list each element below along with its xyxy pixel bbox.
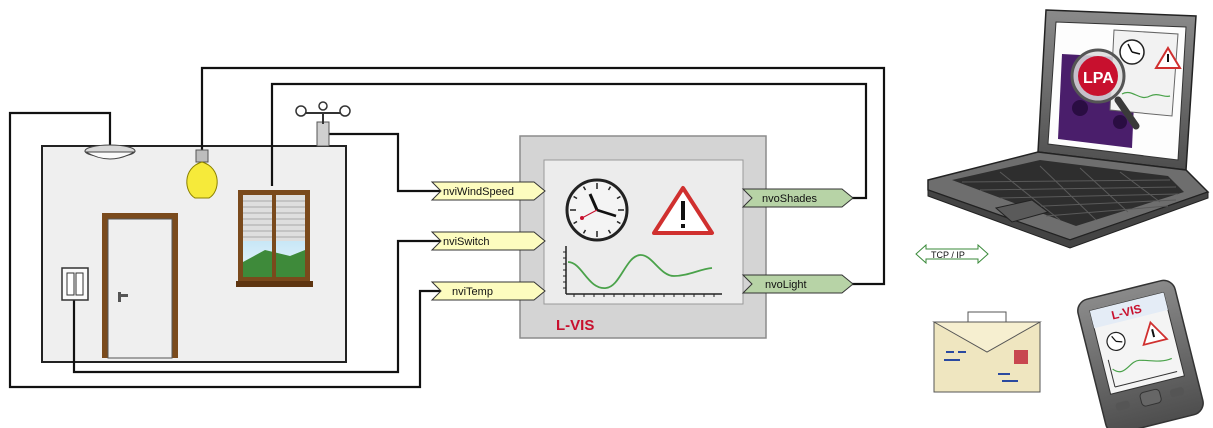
laptop-icon: LPA — [927, 9, 1210, 249]
output-label: nvoLight — [765, 279, 807, 291]
input-label: nviSwitch — [443, 236, 489, 248]
anemometer-icon — [295, 101, 351, 147]
lightbulb-icon — [186, 149, 218, 199]
tcp-ip-label: TCP / IP — [931, 250, 965, 260]
wiring — [8, 66, 886, 389]
input-connector-nviWindSpeed: nviWindSpeed — [430, 181, 546, 201]
wire-light — [200, 66, 886, 286]
window-shades-icon — [236, 190, 313, 287]
output-connector-nvoShades: nvoShades — [741, 188, 854, 208]
warning-icon — [652, 186, 714, 235]
pda-icon: L-VIS — [1077, 279, 1204, 428]
switch-icon — [61, 267, 89, 301]
tcp-ip-link: TCP / IP — [915, 243, 989, 265]
panel-brand: L-VIS — [556, 317, 594, 334]
clock-icon — [565, 178, 629, 242]
magnifier-icon: LPA — [1070, 48, 1140, 130]
wire-switch — [72, 239, 444, 374]
input-label: nviTemp — [452, 286, 493, 298]
door-icon — [102, 213, 178, 359]
input-connector-nviTemp: nviTemp — [430, 281, 546, 301]
output-connector-nvoLight: nvoLight — [741, 274, 854, 294]
trend-graph-icon — [563, 246, 722, 297]
lpa-logo: LPA — [1083, 70, 1114, 87]
ceiling-sensor-icon — [84, 144, 136, 160]
lvis-panel: L-VIS — [519, 135, 767, 339]
mail-icon — [932, 311, 1042, 393]
wire-ceiling-sensor — [8, 111, 444, 389]
input-connector-nviSwitch: nviSwitch — [430, 231, 546, 251]
input-label: nviWindSpeed — [443, 186, 514, 198]
output-label: nvoShades — [762, 193, 818, 205]
wire-shades — [270, 82, 868, 200]
